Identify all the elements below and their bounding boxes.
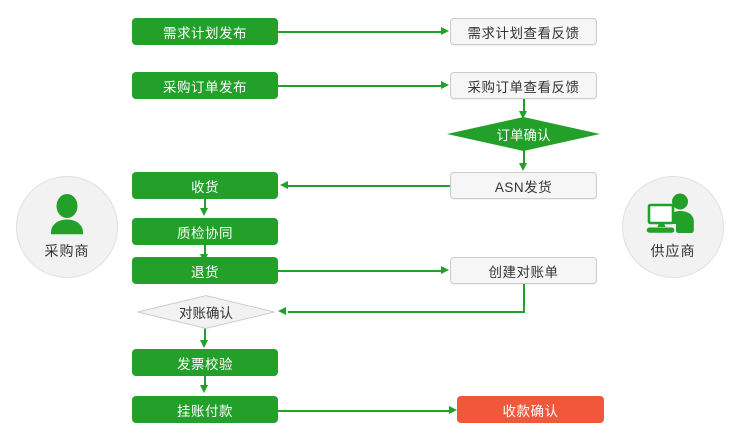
- actor-buyer-label: 采购商: [44, 243, 90, 259]
- node-invoice-verify[interactable]: 发票校验: [132, 349, 278, 376]
- node-label: 挂账付款: [177, 403, 233, 419]
- node-po-publish[interactable]: 采购订单发布: [132, 72, 278, 99]
- connector-receive-to-qc: [204, 199, 206, 210]
- node-asn-shipment[interactable]: ASN发货: [450, 172, 597, 199]
- connector-payment-to-receipt: [278, 410, 450, 412]
- arrowhead-confirm-to-asn: [519, 163, 527, 171]
- node-label: 退货: [191, 264, 219, 280]
- node-receive-goods[interactable]: 收货: [132, 172, 278, 199]
- node-return-goods[interactable]: 退货: [132, 257, 278, 284]
- connector-qc-to-return: [204, 245, 206, 256]
- node-order-confirm[interactable]: 订单确认: [447, 117, 600, 151]
- node-label: 收款确认: [502, 403, 559, 419]
- arrowhead-asn-to-receive: [280, 181, 288, 189]
- actor-supplier-label: 供应商: [650, 243, 696, 259]
- arrowhead-po-publish: [441, 81, 449, 89]
- node-quality-collaboration[interactable]: 质检协同: [132, 218, 278, 245]
- actor-buyer[interactable]: 采购商: [16, 176, 118, 278]
- node-label: 对账确认: [179, 306, 233, 321]
- connector-statement-left: [288, 311, 525, 313]
- node-label: 发票校验: [177, 356, 233, 372]
- user-icon: [40, 193, 94, 239]
- node-label: 需求计划查看反馈: [467, 25, 580, 41]
- supplier-computer-icon: [646, 193, 700, 239]
- arrowhead-return-to-statement: [441, 266, 449, 274]
- diamond-shape-grey: [137, 295, 275, 329]
- connector-po-to-confirm: [523, 99, 525, 113]
- node-label: ASN发货: [494, 179, 553, 195]
- arrowhead-demand-plan: [441, 27, 449, 35]
- connector-demand-plan: [278, 31, 442, 33]
- node-label: 订单确认: [496, 128, 551, 143]
- arrowhead-statement-to-reconcile: [278, 307, 286, 315]
- connector-invoice-to-payment: [204, 376, 206, 387]
- arrowhead-reconcile-to-invoice: [200, 340, 208, 348]
- node-demand-plan-feedback[interactable]: 需求计划查看反馈: [450, 18, 597, 45]
- node-create-statement[interactable]: 创建对账单: [450, 257, 597, 284]
- connector-asn-to-receive: [288, 185, 450, 187]
- node-label: 采购订单查看反馈: [467, 79, 580, 95]
- arrowhead-invoice-to-payment: [200, 385, 208, 393]
- node-label: 质检协同: [177, 225, 233, 241]
- connector-return-to-statement: [278, 270, 442, 272]
- node-payment-confirm[interactable]: 收款确认: [457, 396, 604, 423]
- arrowhead-payment-to-receipt: [449, 406, 457, 414]
- connector-statement-down: [523, 284, 525, 313]
- node-label: 收货: [191, 179, 219, 195]
- supplier-computer-icon-svg: [646, 193, 694, 233]
- diamond-shape-green: [447, 117, 600, 151]
- user-icon-svg: [51, 194, 83, 235]
- connector-confirm-to-asn: [523, 150, 525, 165]
- connector-po-publish: [278, 85, 442, 87]
- node-label: 采购订单发布: [163, 79, 247, 95]
- node-pending-payment[interactable]: 挂账付款: [132, 396, 278, 423]
- connector-reconcile-to-invoice: [204, 328, 206, 342]
- arrowhead-po-to-confirm: [519, 111, 527, 119]
- node-demand-plan-publish[interactable]: 需求计划发布: [132, 18, 278, 45]
- node-po-feedback[interactable]: 采购订单查看反馈: [450, 72, 597, 99]
- arrowhead-receive-to-qc: [200, 208, 208, 216]
- node-label: 创建对账单: [488, 264, 559, 280]
- node-reconcile-confirm[interactable]: 对账确认: [137, 295, 275, 329]
- node-label: 需求计划发布: [163, 25, 247, 41]
- actor-supplier[interactable]: 供应商: [622, 176, 724, 278]
